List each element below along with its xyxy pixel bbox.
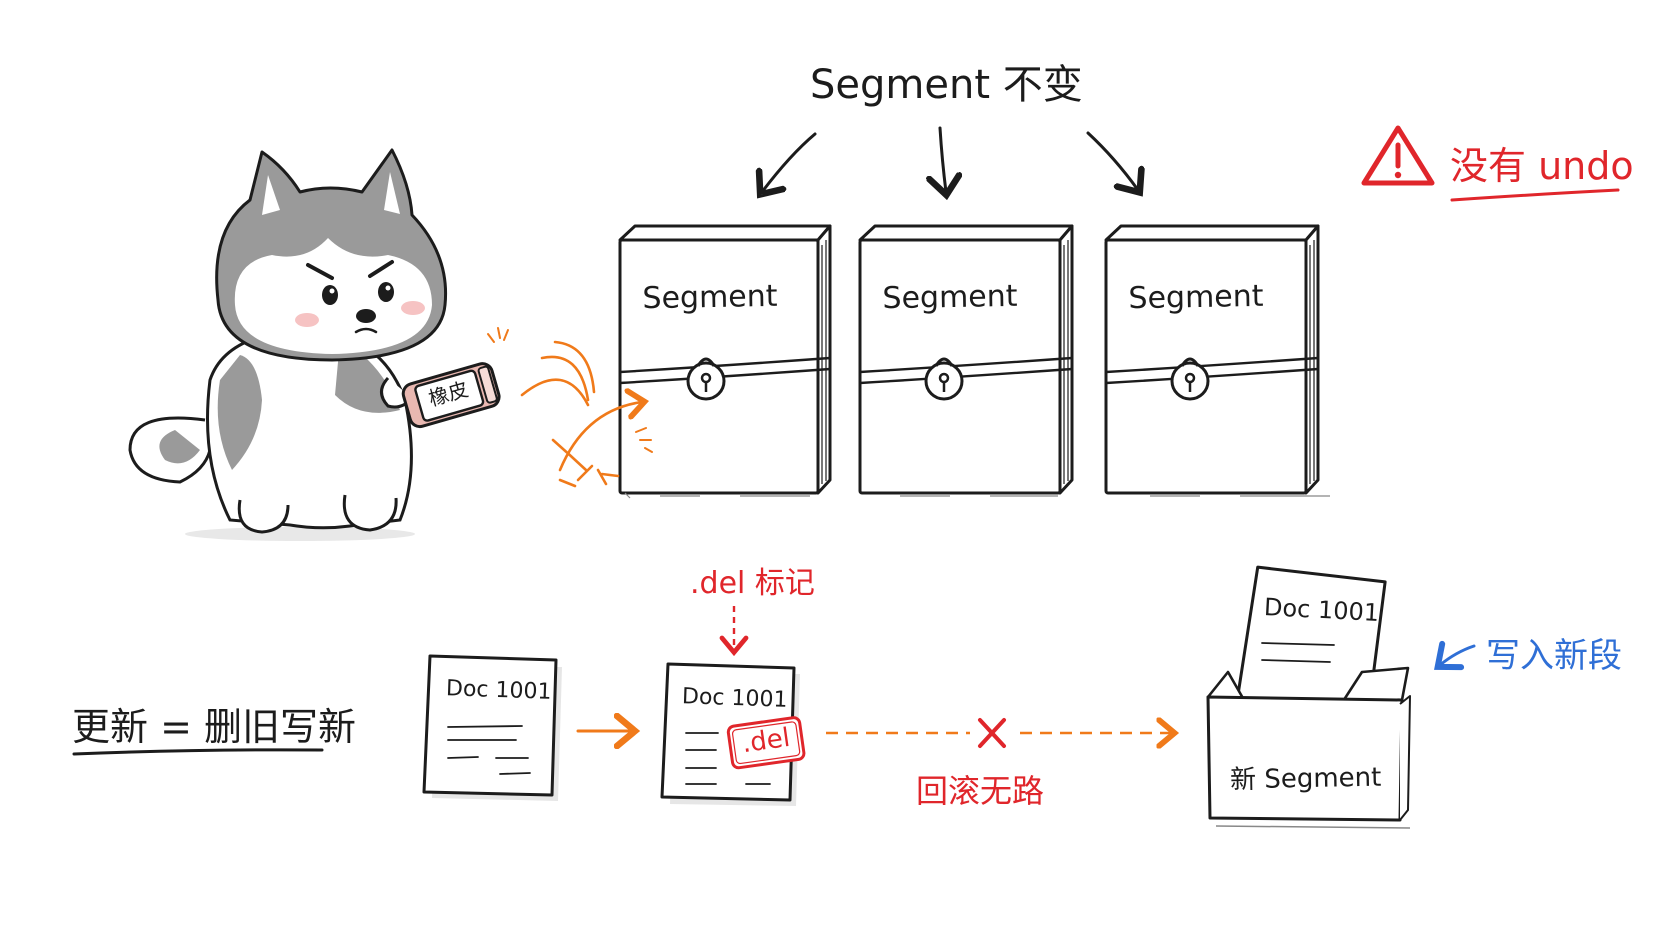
segment-label-1: Segment xyxy=(642,278,778,317)
segment-block-2 xyxy=(858,224,1074,497)
blocked-x-icon xyxy=(978,718,1006,748)
write-annotation: 写入新段 xyxy=(1486,636,1622,676)
new-segment-label: 新 Segment xyxy=(1229,762,1382,796)
doc-old-title: Doc 1001 xyxy=(445,676,552,705)
segment-block-1 xyxy=(618,224,832,499)
warning-text: 没有 undo xyxy=(1450,144,1634,188)
title: Segment 不变 xyxy=(810,62,1083,108)
title-arrows xyxy=(762,126,1138,192)
doc-old xyxy=(422,654,562,801)
rule-text: 更新 = 删旧写新 xyxy=(72,705,356,749)
bounce-strokes xyxy=(487,327,653,488)
new-segment-box xyxy=(1206,565,1411,829)
write-annotation-arrow xyxy=(1434,640,1476,671)
doc-marked-title: Doc 1001 xyxy=(681,684,788,713)
del-annotation: .del 标记 xyxy=(690,566,815,601)
warning-underline xyxy=(1450,188,1620,202)
husky-mascot xyxy=(128,148,448,541)
arrow-to-segment-1 xyxy=(762,132,817,192)
arrow-to-segment-3 xyxy=(1086,131,1138,190)
rule-underline xyxy=(72,748,324,756)
del-stamp xyxy=(726,716,806,770)
segment-label-3: Segment xyxy=(1128,278,1264,317)
segment-block-3 xyxy=(1104,224,1330,497)
no-rollback-label: 回滚无路 xyxy=(916,772,1045,810)
eraser xyxy=(401,362,501,429)
arrow-to-segment-2 xyxy=(940,126,946,192)
doc-new-title: Doc 1001 xyxy=(1263,593,1380,627)
warning-triangle-icon xyxy=(1361,125,1435,186)
segment-label-2: Segment xyxy=(882,278,1018,317)
